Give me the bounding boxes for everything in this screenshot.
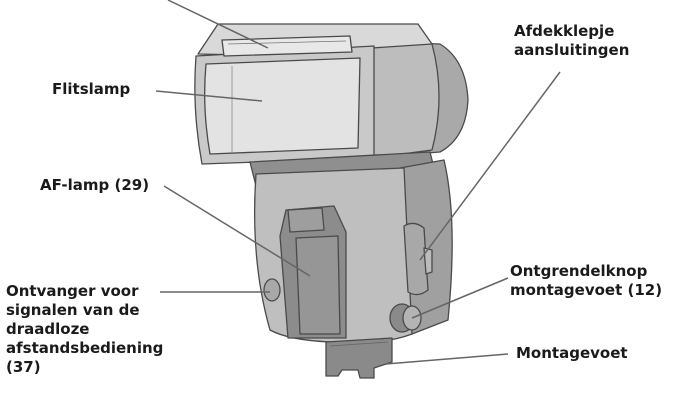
label-afdekklepje: Afdekklepje aansluitingen: [514, 22, 630, 59]
label-ontgrendelknop: Ontgrendelknop montagevoet (12): [510, 262, 663, 299]
leader-top-panel: [167, 0, 269, 49]
label-flitslamp: Flitslamp: [52, 80, 131, 98]
flash-head: [194, 23, 469, 165]
label-af-lamp: AF-lamp (29): [40, 176, 150, 194]
label-montagevoet: Montagevoet: [516, 344, 628, 362]
flash-body: [253, 159, 453, 379]
leader-af-lamp: [163, 185, 311, 277]
leader-lines: [155, 0, 561, 365]
label-ontvanger: Ontvanger voor signalen van de draadloze…: [6, 282, 164, 376]
leader-flitslamp: [155, 90, 263, 102]
leader-ontgrendelknop: [411, 277, 509, 319]
leader-afdekklepje: [419, 71, 561, 261]
leader-montagevoet: [385, 353, 509, 365]
